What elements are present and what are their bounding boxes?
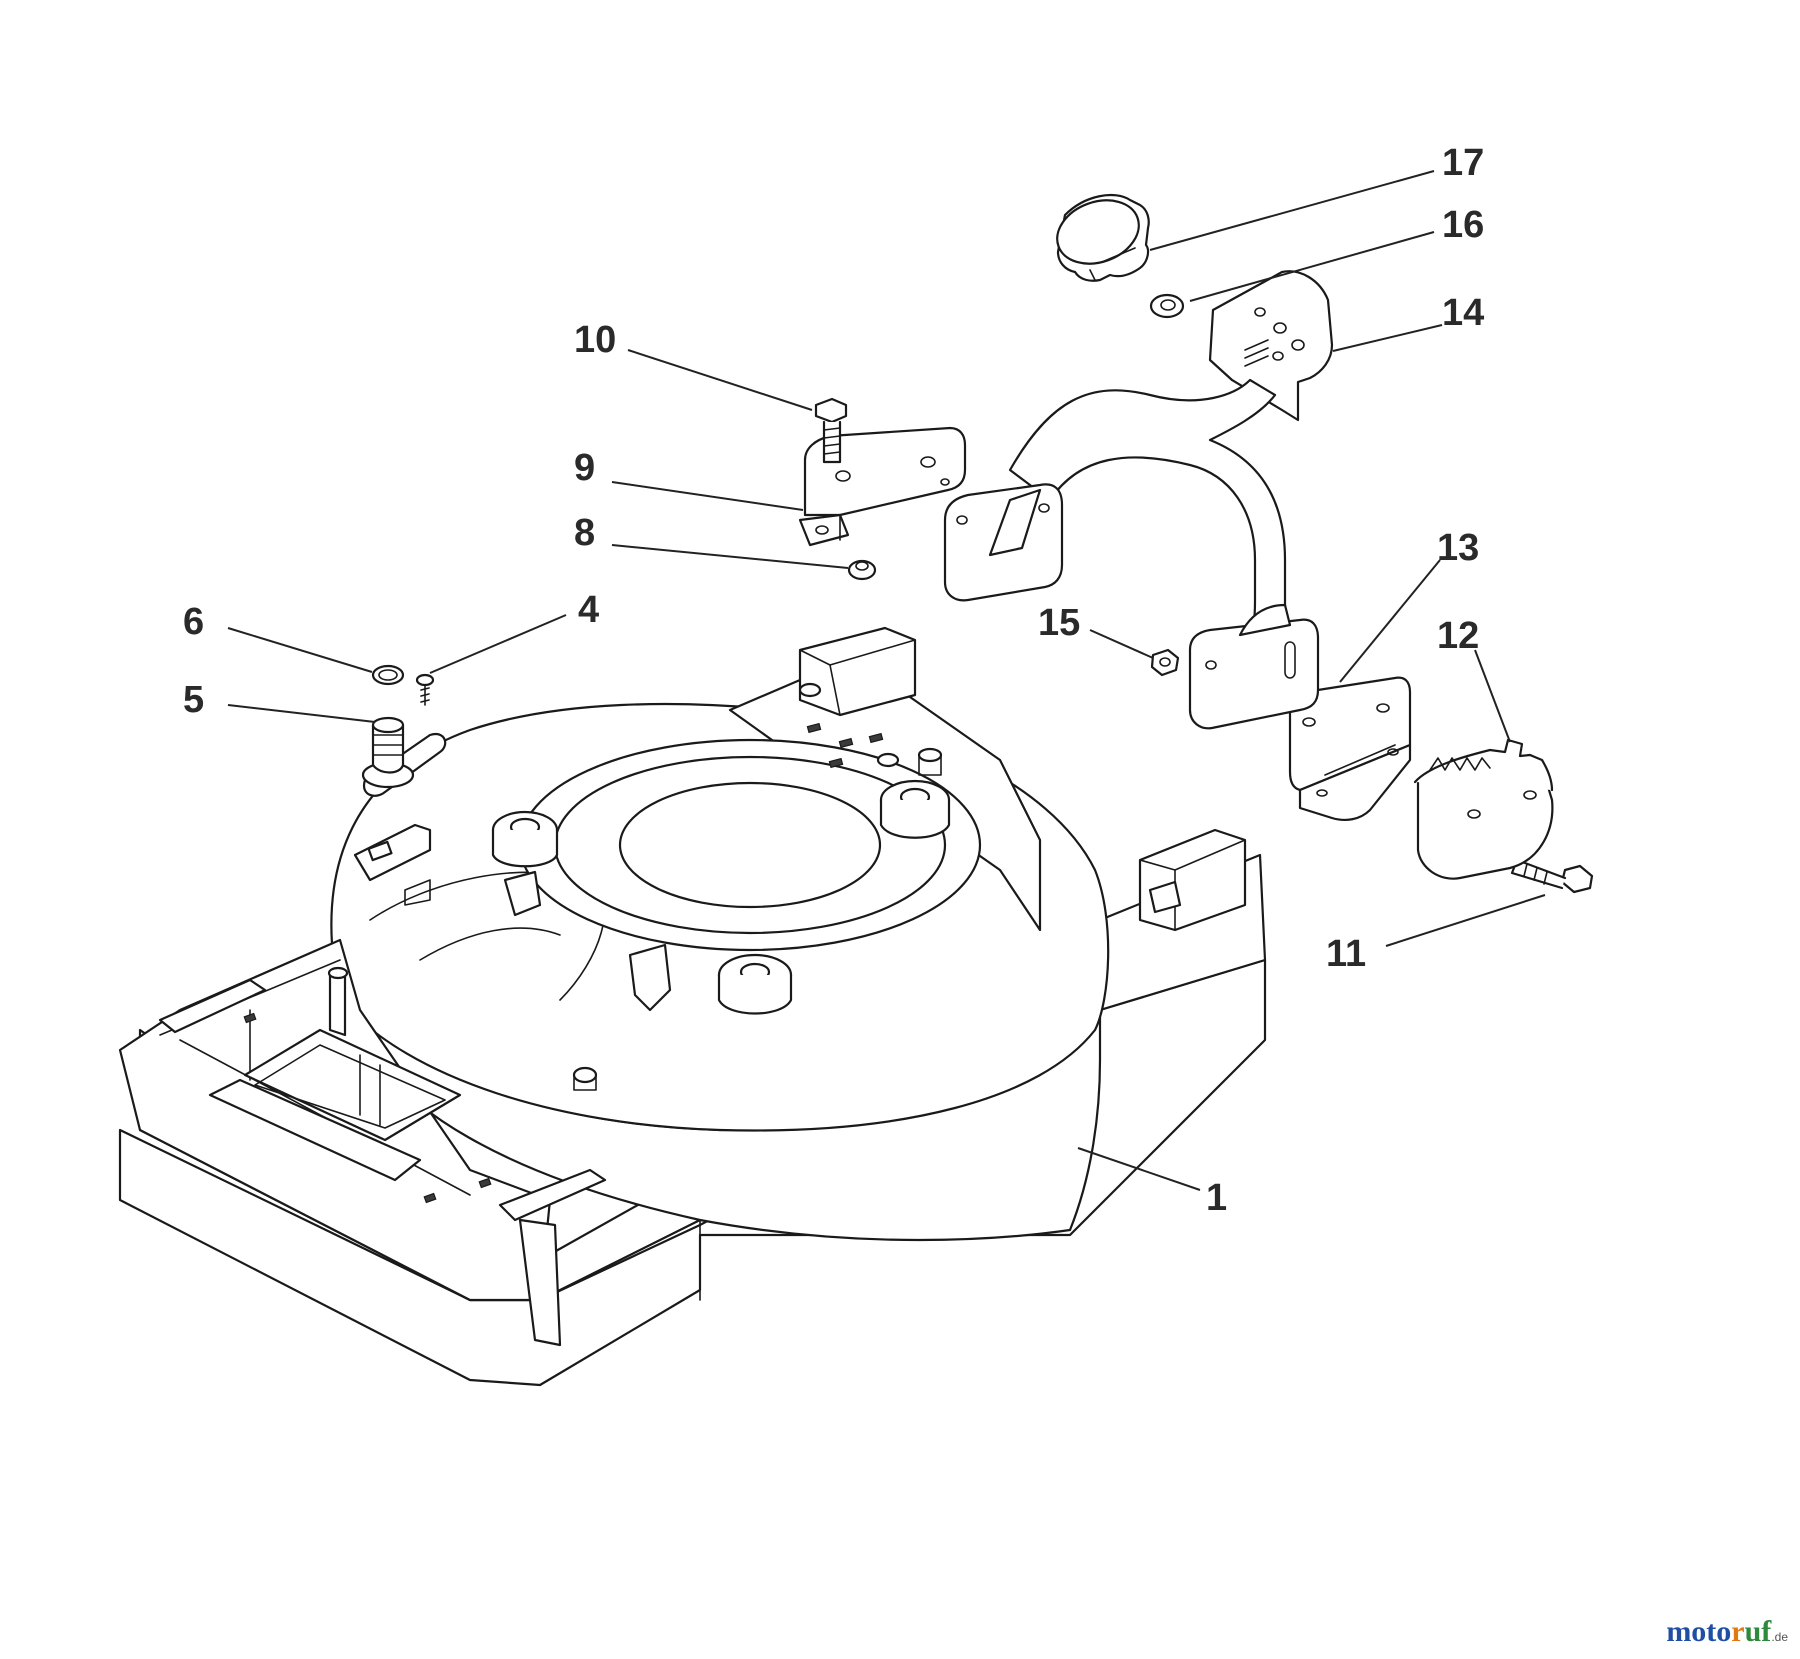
leader-16 [1189, 231, 1435, 302]
callout-1: 1 [1206, 1177, 1227, 1219]
leader-17 [1149, 170, 1435, 251]
angle-bracket-part-13 [1288, 676, 1412, 821]
handle-bracket-part-14 [943, 270, 1334, 730]
callout-9: 9 [574, 447, 595, 489]
leader-8 [611, 544, 849, 569]
watermark-part1: moto [1666, 1615, 1732, 1648]
leader-10 [627, 349, 813, 411]
leader-14 [1332, 324, 1443, 352]
knob-part-17 [1056, 193, 1150, 282]
watermark-logo: motoruf.de [1666, 1615, 1788, 1649]
callout-6: 6 [183, 601, 204, 643]
callout-16: 16 [1442, 204, 1484, 246]
ring-part-6 [371, 664, 405, 686]
leader-1 [1077, 1147, 1201, 1191]
leader-11 [1385, 894, 1546, 947]
leader-12 [1474, 649, 1511, 743]
nut-part-15 [1150, 648, 1180, 677]
watermark-part3: uf [1744, 1615, 1772, 1648]
leader-13 [1339, 559, 1441, 683]
callout-12: 12 [1437, 615, 1479, 657]
leader-4 [429, 614, 567, 674]
watermark-tld: .de [1771, 1630, 1788, 1644]
leader-lines [227, 170, 1546, 1191]
callout-17: 17 [1442, 142, 1484, 184]
leader-9 [611, 481, 804, 511]
callout-11: 11 [1326, 933, 1366, 975]
leader-6 [227, 627, 373, 673]
callout-10: 10 [574, 319, 616, 361]
callout-labels: 1 4 5 6 8 9 10 11 12 13 14 15 16 17 [183, 142, 1484, 1219]
screw-part-4 [415, 673, 435, 706]
washer-part-16 [1149, 293, 1185, 319]
mower-deck-part-1 [118, 626, 1267, 1387]
notched-plate-part-12 [1413, 738, 1554, 880]
callout-4: 4 [578, 589, 599, 631]
bolt-part-11 [1510, 858, 1594, 894]
bolt-part-10 [814, 397, 848, 464]
callout-15: 15 [1038, 602, 1080, 644]
nut-part-8 [847, 559, 877, 581]
callout-5: 5 [183, 679, 204, 721]
callout-8: 8 [574, 512, 595, 554]
callout-13: 13 [1437, 527, 1479, 569]
bracket-part-9 [798, 426, 967, 547]
connector-part-5 [361, 716, 447, 797]
callout-14: 14 [1442, 292, 1484, 334]
leader-5 [227, 704, 376, 723]
watermark-part2: r [1731, 1615, 1745, 1648]
leader-15 [1089, 629, 1154, 659]
